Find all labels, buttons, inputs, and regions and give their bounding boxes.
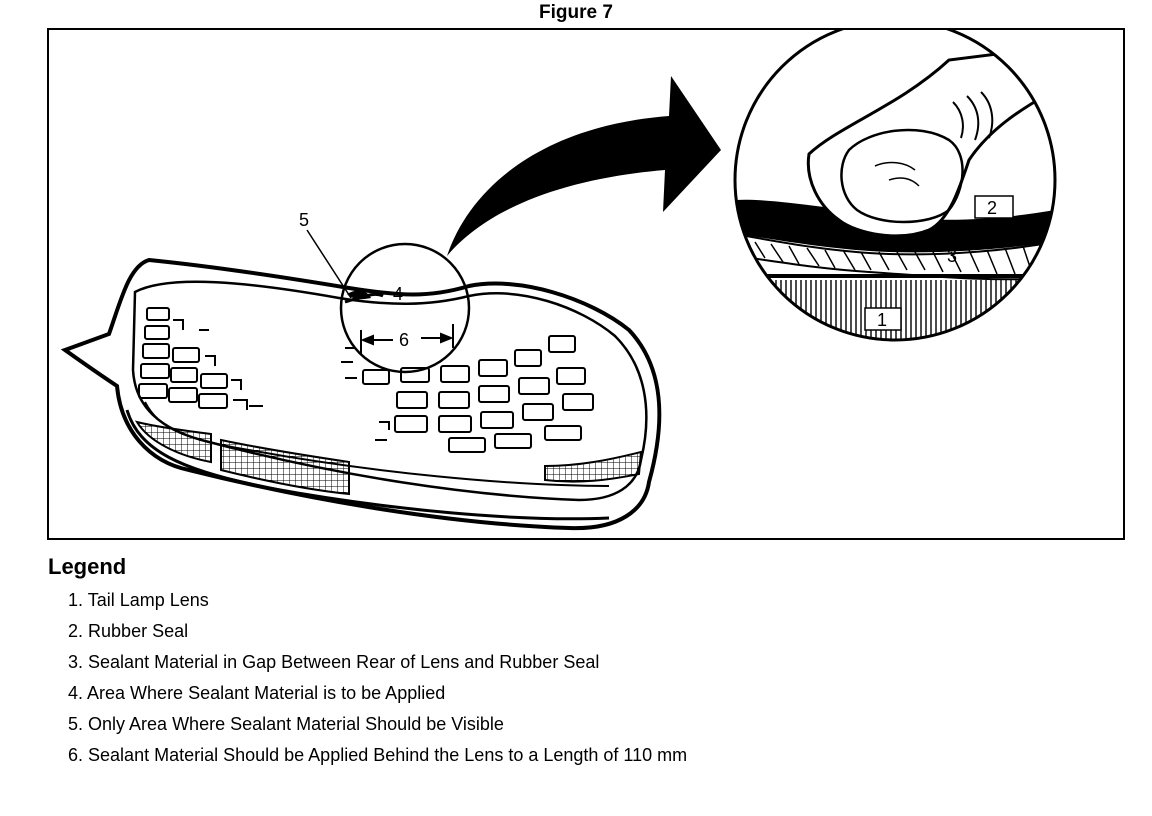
- callout-2: 2: [987, 198, 997, 218]
- legend-item: 4. Area Where Sealant Material is to be …: [68, 681, 687, 712]
- legend-item-number: 3.: [68, 652, 84, 672]
- figure-title: Figure 7: [539, 2, 613, 23]
- legend-item-text: Sealant Material Should be Applied Behin…: [88, 745, 688, 765]
- legend-item: 3. Sealant Material in Gap Between Rear …: [68, 650, 687, 681]
- lens-cells: [138, 307, 594, 453]
- callout-5-leader: [306, 229, 352, 299]
- legend-item: 1. Tail Lamp Lens: [68, 588, 687, 619]
- tail-lamp-diagram: 5 4 6 2 3 1: [60, 30, 1057, 531]
- legend-item-number: 6.: [68, 745, 84, 765]
- callout-6: 6: [399, 330, 409, 350]
- legend-item: 6. Sealant Material Should be Applied Be…: [68, 743, 687, 774]
- callout-5: 5: [299, 210, 309, 230]
- detail-area-circle: [339, 242, 471, 374]
- legend-item-text: Tail Lamp Lens: [87, 590, 209, 610]
- zoomed-detail: [733, 30, 1057, 342]
- legend-item-text: Area Where Sealant Material is to be App…: [87, 683, 446, 703]
- legend-item-number: 2.: [68, 621, 84, 641]
- legend-item: 5. Only Area Where Sealant Material Shou…: [68, 712, 687, 743]
- legend-item-number: 1.: [68, 590, 84, 610]
- legend-heading: Legend: [48, 554, 127, 579]
- callout-3: 3: [947, 246, 957, 266]
- legend-item-text: Only Area Where Sealant Material Should …: [88, 714, 504, 734]
- legend-list: 1. Tail Lamp Lens 2. Rubber Seal 3. Seal…: [68, 588, 687, 774]
- reflector-grids: [134, 420, 643, 496]
- callout-4: 4: [393, 284, 403, 304]
- callout-1: 1: [877, 310, 887, 330]
- legend-item: 2. Rubber Seal: [68, 619, 687, 650]
- legend-item-number: 4.: [68, 683, 84, 703]
- figure-illustration: 5 4 6 2 3 1: [47, 28, 1125, 540]
- dimension-110mm: [360, 324, 454, 354]
- legend-item-text: Rubber Seal: [88, 621, 189, 641]
- legend-item-number: 5.: [68, 714, 84, 734]
- zoom-arrow: [447, 76, 721, 256]
- legend-item-text: Sealant Material in Gap Between Rear of …: [88, 652, 600, 672]
